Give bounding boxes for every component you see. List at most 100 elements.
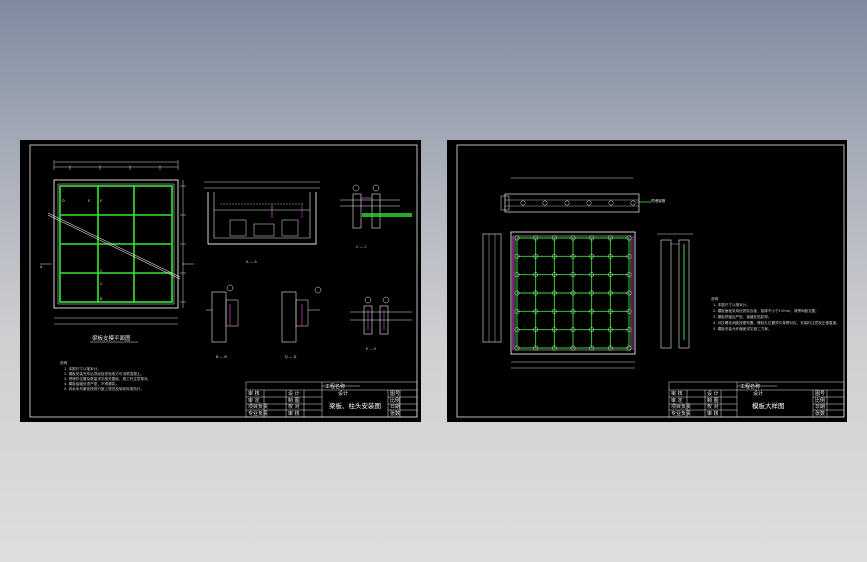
note-line: 2. 模板面板采用优质胶合板，板厚不小于15mm，背楞间距见图。 (713, 308, 819, 313)
bolt-mark (514, 272, 520, 278)
title-block-project: 工程名称 (740, 383, 760, 390)
note-line: 4. 模板接缝处须严密，不得漏浆。 (64, 381, 119, 386)
title-block-company: 设计 (338, 390, 348, 397)
section-ee-title: E — E (366, 347, 377, 351)
title-block (668, 381, 845, 418)
bolt-mark (626, 308, 632, 314)
note-line: 1. 本图尺寸以毫米计。 (64, 366, 101, 371)
note-line: 3. 模板拼缝应严密，接缝处贴胶带。 (713, 314, 771, 319)
title-block-project: 工程名称 (325, 383, 345, 390)
note-line: 5. 模板安装允许偏差详见施工方案。 (713, 326, 771, 331)
plan-grid-label: D (62, 199, 65, 203)
left-sheet-canvas: A D E E C C B 梁板支模平面图 A — A C — C (29, 144, 418, 418)
tb-cell: 专业负责 (248, 410, 268, 417)
tb-cell: 审 核 (707, 410, 719, 417)
section-aa-title: A — A (246, 260, 257, 264)
bolt-mark (607, 272, 613, 278)
bolt-mark (607, 290, 613, 296)
bolt-mark (570, 345, 576, 351)
bolt-mark (520, 200, 526, 206)
bolt-mark (551, 272, 557, 278)
sheet-border (456, 144, 845, 418)
plan-view (40, 160, 194, 325)
plan-grid-label: C (100, 269, 103, 273)
section-cc-title: C — C (356, 245, 367, 249)
plan-view-title: 梁板支模平面图 (92, 334, 131, 342)
tb-cell: 日期 (815, 404, 825, 410)
tb-cell: 制 图 (288, 397, 300, 404)
bolt-mark (626, 327, 632, 333)
bolt-mark (608, 200, 614, 206)
bolt-mark (589, 327, 595, 333)
bolt-mark (589, 345, 595, 351)
section-ee (350, 296, 412, 335)
plan-grid-label: B (100, 297, 103, 301)
bolt-mark (542, 200, 548, 206)
section-dd (281, 286, 322, 343)
tb-cell: 图号 (390, 391, 400, 397)
tb-cell: 审 核 (671, 390, 683, 397)
bolt-mark (570, 308, 576, 314)
note-line: 5. 其余未尽事宜按现行施工规范及验收标准执行。 (64, 386, 144, 391)
title-block-drawing-title: 梁板、柱头安装图 (329, 401, 381, 410)
tb-cell: 张数 (815, 410, 825, 417)
bolt-mark (626, 290, 632, 296)
bolt-mark (570, 253, 576, 259)
section-bb (206, 284, 239, 343)
sheet-border (29, 144, 418, 418)
bolt-mark (607, 253, 613, 259)
tb-cell: 制 图 (707, 397, 719, 404)
drawing-sheet-right[interactable]: 预埋钢管 说明 1. 本图尺寸以毫米计。 2. 模板面板采用优质胶合板，板厚不小… (447, 140, 847, 422)
bolt-mark (551, 308, 557, 314)
section-bb-title: B — B (216, 355, 227, 359)
notes-heading: 说明 (60, 360, 68, 365)
tb-cell: 审 定 (671, 397, 683, 404)
title-block-company: 设计 (753, 390, 763, 397)
notes-block: 说明 1. 本图尺寸以毫米计。 2. 模板安装完毕后须经检查验收方可浇筑混凝土。… (60, 360, 151, 391)
bolt-mark (533, 290, 539, 296)
bolt-mark (589, 272, 595, 278)
bolt-mark (626, 253, 632, 259)
note-line: 3. 预埋件位置及数量详见相关图纸，施工时注意核对。 (64, 376, 151, 381)
bolt-mark (589, 253, 595, 259)
bolt-mark (570, 272, 576, 278)
bolt-row (520, 200, 636, 206)
bolt-mark (564, 200, 570, 206)
note-line: 4. 对拉螺栓间距按图布置，螺栓孔位置须与背楞对应，安装时注意校正垂直度。 (713, 320, 840, 325)
rib-grid (516, 237, 630, 349)
bolt-mark (533, 253, 539, 259)
title-block (245, 381, 418, 418)
tb-cell: 项目负责 (248, 403, 268, 410)
tb-cell: 校 对 (288, 403, 300, 410)
bolt-mark (551, 290, 557, 296)
bolt-mark (514, 308, 520, 314)
tb-cell: 图号 (815, 391, 825, 397)
bolt-mark (630, 200, 636, 206)
bolt-mark (589, 290, 595, 296)
plan-grid-label: C (100, 282, 103, 286)
bolt-mark (551, 327, 557, 333)
tb-cell: 审 核 (288, 410, 300, 417)
bolt-mark (607, 308, 613, 314)
bolt-mark (589, 308, 595, 314)
bolt-mark (589, 235, 595, 241)
right-sheet-canvas: 预埋钢管 说明 1. 本图尺寸以毫米计。 2. 模板面板采用优质胶合板，板厚不小… (456, 144, 845, 418)
section-dd-title: D — D (285, 355, 297, 359)
tb-cell: 校 对 (707, 403, 719, 410)
bolt-mark (514, 253, 520, 259)
drawing-sheet-left[interactable]: A D E E C C B 梁板支模平面图 A — A C — C (20, 140, 421, 422)
section-aa (204, 181, 320, 245)
side-section (657, 233, 693, 349)
bolt-mark (607, 345, 613, 351)
tb-cell: 审 核 (248, 390, 260, 397)
notes-heading: 说明 (711, 296, 719, 301)
bolt-mark (551, 235, 557, 241)
title-block-drawing-title: 模板大样图 (752, 401, 785, 410)
bolt-mark (586, 200, 592, 206)
tb-cell: 设 计 (707, 390, 719, 397)
note-line: 2. 模板安装完毕后须经检查验收方可浇筑混凝土。 (64, 371, 144, 376)
bolt-mark (626, 272, 632, 278)
bolt-mark (514, 327, 520, 333)
bolt-mark (551, 345, 557, 351)
bolt-mark (533, 308, 539, 314)
